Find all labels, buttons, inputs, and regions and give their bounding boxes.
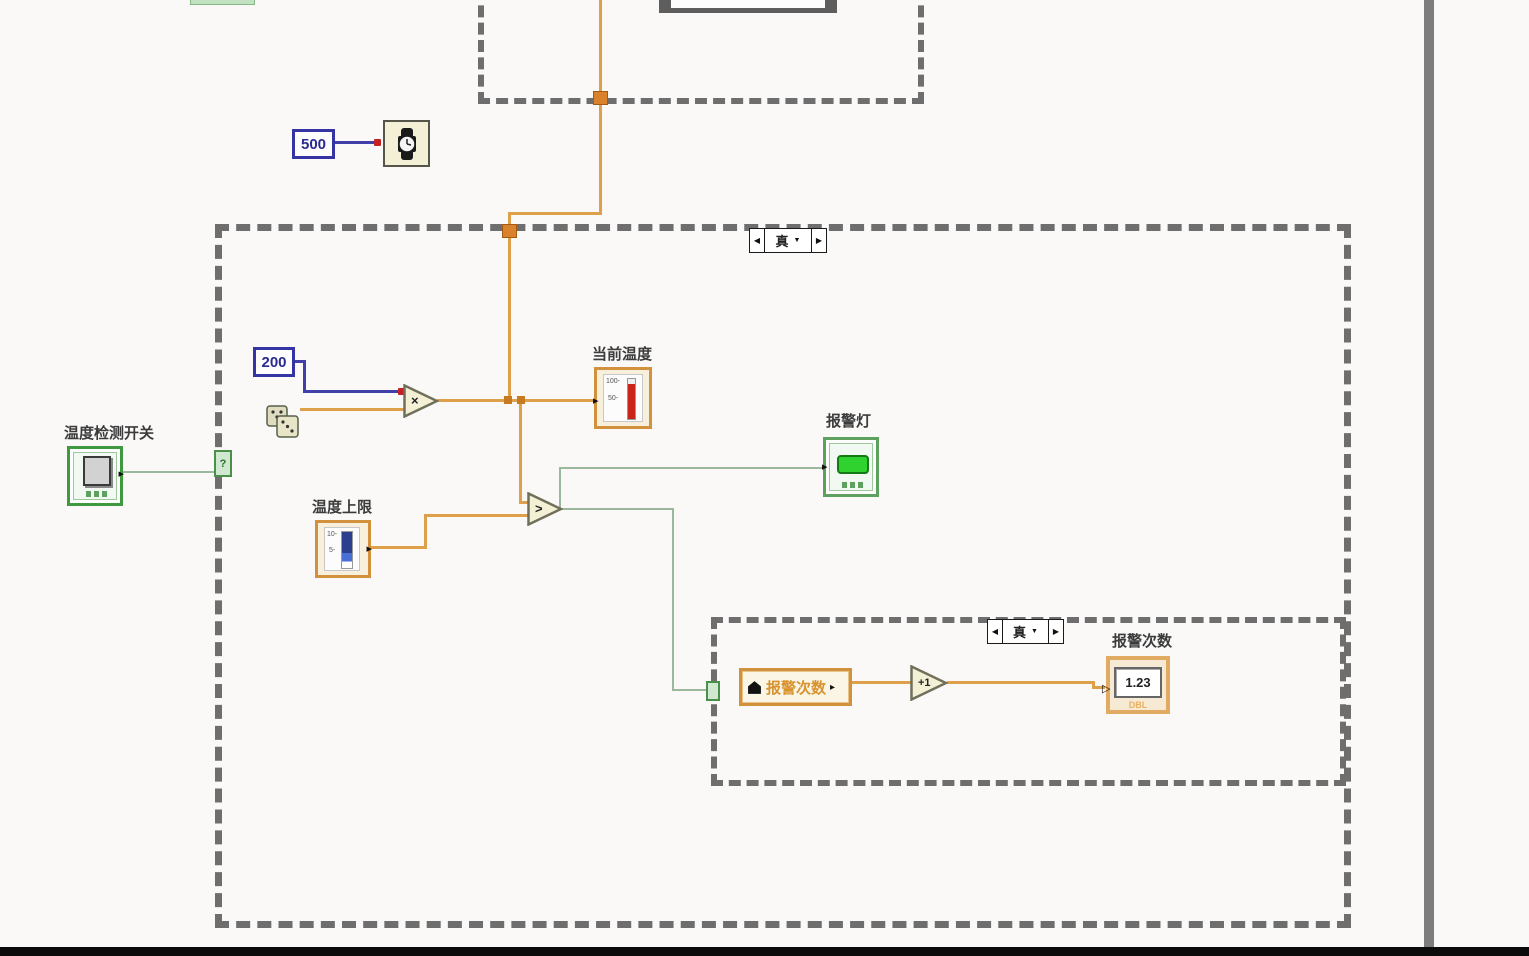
wire-increment-out[interactable] bbox=[947, 681, 1094, 684]
scale-constant-value: 200 bbox=[261, 353, 287, 371]
house-icon bbox=[748, 680, 761, 694]
input-arrow-icon: ▸ bbox=[822, 461, 828, 473]
output-arrow-icon: ▸ bbox=[830, 681, 836, 693]
wire-200-to-multiply[interactable] bbox=[303, 390, 404, 393]
alarm-count-indicator[interactable]: ▷ 1.23 DBL bbox=[1102, 656, 1170, 714]
temp-switch-control[interactable]: ▸ bbox=[67, 446, 124, 506]
thermometer-icon: 100- 50- bbox=[603, 374, 643, 422]
tunnel-top-structure[interactable] bbox=[593, 91, 608, 105]
current-temp-indicator[interactable]: ▸ 100- 50- bbox=[593, 367, 652, 429]
greater-than-glyph: > bbox=[535, 501, 543, 517]
input-arrow-icon: ▸ bbox=[593, 395, 599, 407]
outer-loop-right-border[interactable] bbox=[1424, 0, 1434, 948]
wait-ms-constant[interactable]: 500 bbox=[292, 129, 335, 159]
wire-temp-horizontal[interactable] bbox=[508, 212, 602, 215]
temp-switch-label[interactable]: 温度检测开关 bbox=[64, 425, 155, 442]
temp-upper-control[interactable]: 10- 5- ▸ bbox=[315, 520, 372, 578]
increment-glyph: +1 bbox=[918, 676, 931, 689]
outer-case-value[interactable]: 真 bbox=[775, 234, 789, 249]
multiply-glyph: × bbox=[411, 393, 419, 409]
greater-than-function[interactable]: > bbox=[527, 491, 564, 527]
scale-constant[interactable]: 200 bbox=[253, 347, 295, 377]
chevron-down-icon[interactable]: ▼ bbox=[793, 237, 801, 244]
question-icon: ? bbox=[219, 457, 227, 470]
tunnel-outer-case[interactable] bbox=[502, 224, 517, 238]
scale-tick: 100- bbox=[606, 378, 621, 385]
alarm-lamp-indicator[interactable]: ▸ bbox=[822, 437, 879, 497]
wait-ms-value: 500 bbox=[300, 135, 327, 153]
top-structure-border[interactable] bbox=[478, 0, 924, 104]
wire-compare-bottom-in[interactable] bbox=[424, 514, 533, 517]
output-arrow-icon: ▸ bbox=[366, 543, 372, 555]
wire-200-drop[interactable] bbox=[303, 360, 306, 392]
slider-icon: 10- 5- bbox=[324, 527, 360, 571]
switch-button-icon[interactable] bbox=[83, 456, 111, 486]
tunnel-inner-case[interactable] bbox=[706, 681, 720, 701]
wire-upperlimit-rise[interactable] bbox=[424, 514, 427, 549]
local-variable-name: 报警次数 bbox=[766, 679, 827, 697]
wait-ms-function[interactable] bbox=[383, 120, 430, 167]
wire-500-to-wait[interactable] bbox=[334, 141, 380, 144]
wire-temp-into-case[interactable] bbox=[508, 212, 511, 232]
wire-temp-vertical-inner[interactable] bbox=[508, 238, 511, 403]
coercion-dot-wait bbox=[374, 139, 381, 146]
alarm-count-local-variable[interactable]: 报警次数 ▸ bbox=[739, 668, 852, 706]
wire-compare-branch-up[interactable] bbox=[559, 467, 561, 510]
triangle-node-icon bbox=[403, 383, 440, 419]
watch-icon bbox=[397, 127, 416, 160]
case-selector-terminal[interactable]: ? bbox=[214, 450, 232, 477]
inner-case-selector[interactable]: ◀ 真 ▼ ▶ bbox=[987, 619, 1064, 644]
wire-200-out[interactable] bbox=[294, 360, 306, 363]
random-number-function[interactable] bbox=[264, 404, 302, 440]
triangle-node-icon bbox=[910, 664, 949, 702]
case-prev-icon[interactable]: ◀ bbox=[750, 229, 765, 252]
alarm-count-label[interactable]: 报警次数 bbox=[1112, 633, 1173, 650]
chart-frame-partial[interactable] bbox=[659, 0, 837, 13]
wire-to-alarm-lamp[interactable] bbox=[559, 467, 823, 469]
triangle-node-icon bbox=[527, 491, 564, 527]
case-next-icon[interactable]: ▶ bbox=[811, 229, 826, 252]
wire-branch-to-compare[interactable] bbox=[519, 401, 522, 504]
multiply-function[interactable]: × bbox=[403, 383, 440, 419]
input-arrow-open-icon: ▷ bbox=[1102, 683, 1111, 695]
wire-multiply-out[interactable] bbox=[437, 399, 595, 402]
wire-localvar-out[interactable] bbox=[851, 681, 913, 684]
wire-compare-top-in[interactable] bbox=[519, 501, 533, 504]
coercion-dot-multiply bbox=[398, 388, 405, 395]
digital-display: 1.23 bbox=[1114, 667, 1162, 698]
output-arrow-icon: ▸ bbox=[118, 468, 124, 480]
datatype-tag: DBL bbox=[1128, 700, 1148, 710]
outer-case-selector[interactable]: ◀ 真 ▼ ▶ bbox=[749, 228, 827, 253]
chevron-down-icon[interactable]: ▼ bbox=[1031, 628, 1038, 635]
wire-random-out[interactable] bbox=[300, 408, 405, 411]
wire-temp-vertical-top[interactable] bbox=[599, 0, 602, 215]
stop-button-partial[interactable] bbox=[190, 0, 255, 5]
wire-junction-1[interactable] bbox=[504, 396, 512, 404]
inner-case-value[interactable]: 真 bbox=[1013, 625, 1027, 640]
wire-switch-to-selector[interactable] bbox=[121, 471, 219, 473]
led-icon bbox=[837, 455, 869, 474]
increment-function[interactable]: +1 bbox=[910, 664, 949, 702]
wire-compare-out[interactable] bbox=[561, 508, 674, 510]
outer-case-structure-border[interactable] bbox=[215, 224, 1351, 928]
alarm-count-value: 1.23 bbox=[1125, 675, 1151, 690]
wire-to-inner-case[interactable] bbox=[672, 689, 713, 691]
scale-tick: 50- bbox=[608, 395, 619, 402]
scale-tick: 10- bbox=[327, 531, 338, 538]
wire-junction-2[interactable] bbox=[517, 396, 525, 404]
current-temp-label[interactable]: 当前温度 bbox=[592, 346, 653, 363]
wire-increment-jog[interactable] bbox=[1092, 681, 1095, 689]
video-letterbox-bar bbox=[0, 947, 1529, 956]
scale-tick: 5- bbox=[329, 547, 336, 554]
wire-into-count-indicator[interactable] bbox=[1092, 686, 1105, 689]
case-prev-icon[interactable]: ◀ bbox=[988, 620, 1003, 643]
dice-icon bbox=[266, 405, 299, 438]
alarm-lamp-label[interactable]: 报警灯 bbox=[826, 413, 872, 430]
case-next-icon[interactable]: ▶ bbox=[1048, 620, 1063, 643]
temp-upper-label[interactable]: 温度上限 bbox=[312, 499, 373, 516]
wire-upperlimit-out[interactable] bbox=[371, 546, 427, 549]
wire-compare-drop[interactable] bbox=[672, 508, 674, 691]
